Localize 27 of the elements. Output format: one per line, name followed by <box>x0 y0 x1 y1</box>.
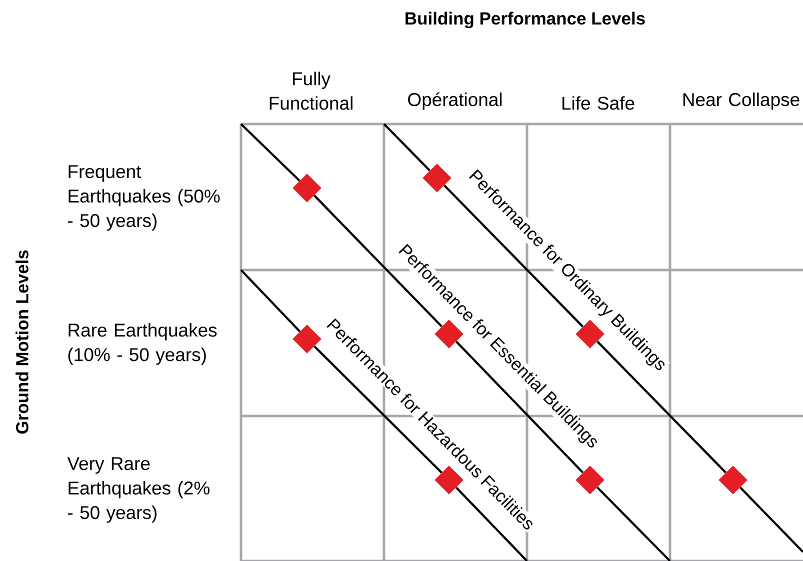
diagonal-line <box>739 486 803 553</box>
diamond-marker <box>718 466 748 494</box>
diagonal-line <box>444 184 584 328</box>
diamond-marker <box>292 324 322 354</box>
diamond-marker <box>422 164 452 192</box>
column-header: Near Collapse <box>683 92 800 110</box>
title: Building Performance Levels <box>406 12 645 28</box>
row-header: Very Rare Earthquakes (2% - 50 years) <box>67 457 210 523</box>
column-header: Opérational <box>408 92 502 110</box>
diagonal-line <box>596 486 671 561</box>
diamond-marker <box>576 466 604 494</box>
axis-title: Ground Motion Levels <box>16 250 28 434</box>
diagonal-line <box>314 346 442 474</box>
diagonal-line <box>455 486 528 561</box>
diagonal-line <box>313 194 443 328</box>
row-header: Rare Earthquakes (10% - 50 years) <box>68 323 217 365</box>
diagonal-line <box>455 340 584 474</box>
column-header: Life Safe <box>562 96 634 110</box>
diagonal-line <box>240 123 300 182</box>
diagonal-line <box>383 123 430 172</box>
diamond-marker <box>434 320 464 348</box>
row-header: Frequent Earthquakes (50% - 50 years) <box>68 165 220 231</box>
diamond-marker <box>292 174 322 202</box>
diamond-marker <box>576 320 604 348</box>
diagonal-line <box>596 340 727 474</box>
column-header: Fully Functional <box>270 72 352 110</box>
diagonal-line <box>240 269 301 332</box>
